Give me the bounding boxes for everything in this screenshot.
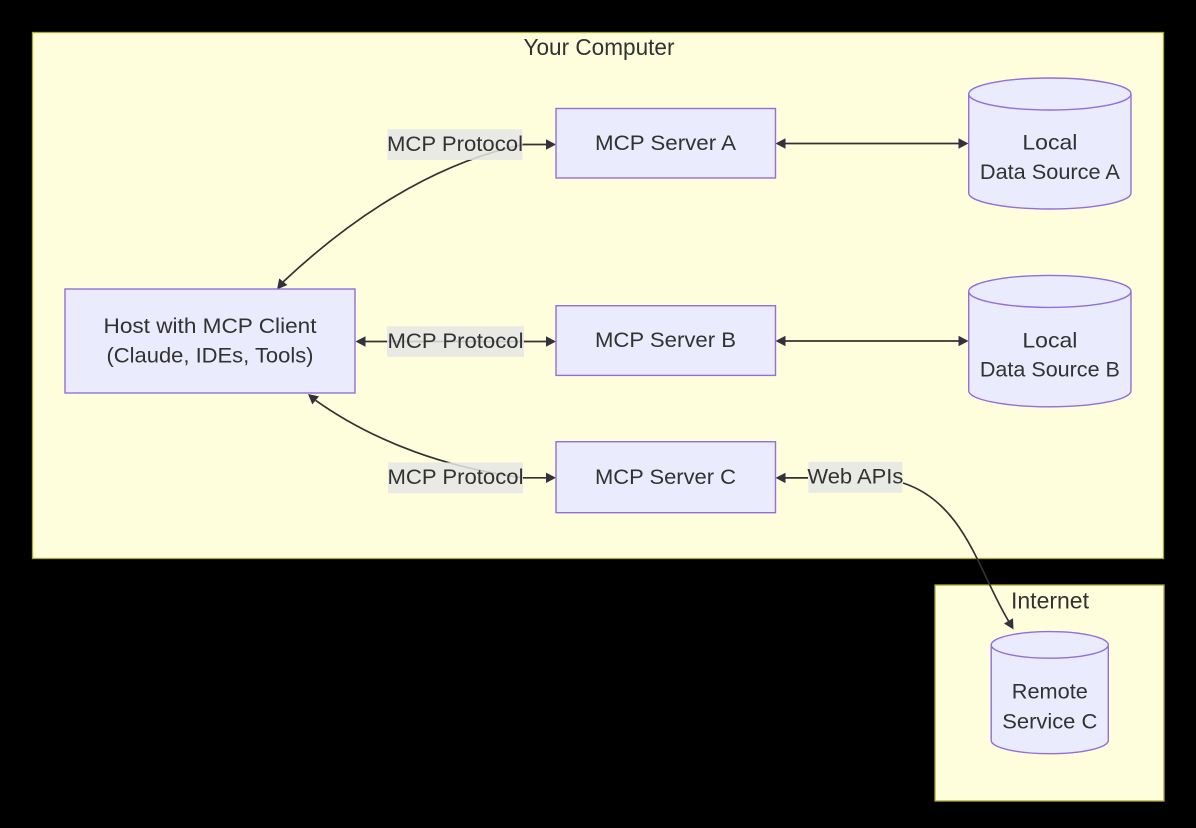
svg-text:Data Source B: Data Source B [980,358,1120,381]
svg-text:Host with MCP Client: Host with MCP Client [104,315,317,338]
svg-text:MCP Protocol: MCP Protocol [388,330,524,353]
svg-text:MCP Server A: MCP Server A [595,132,736,155]
svg-text:MCP Server C: MCP Server C [595,466,736,489]
svg-text:Local: Local [1022,131,1077,154]
svg-text:MCP Protocol: MCP Protocol [388,466,524,489]
svg-text:MCP Server B: MCP Server B [595,329,736,352]
svg-text:Local: Local [1022,329,1077,352]
svg-text:Internet: Internet [1011,588,1089,614]
svg-text:Web APIs: Web APIs [807,466,903,489]
svg-text:Your Computer: Your Computer [524,34,675,60]
svg-text:Remote: Remote [1012,680,1088,703]
svg-text:Data Source A: Data Source A [980,161,1120,184]
svg-text:Service C: Service C [1002,710,1097,733]
svg-text:MCP Protocol: MCP Protocol [387,133,523,156]
svg-text:(Claude, IDEs, Tools): (Claude, IDEs, Tools) [107,345,314,368]
